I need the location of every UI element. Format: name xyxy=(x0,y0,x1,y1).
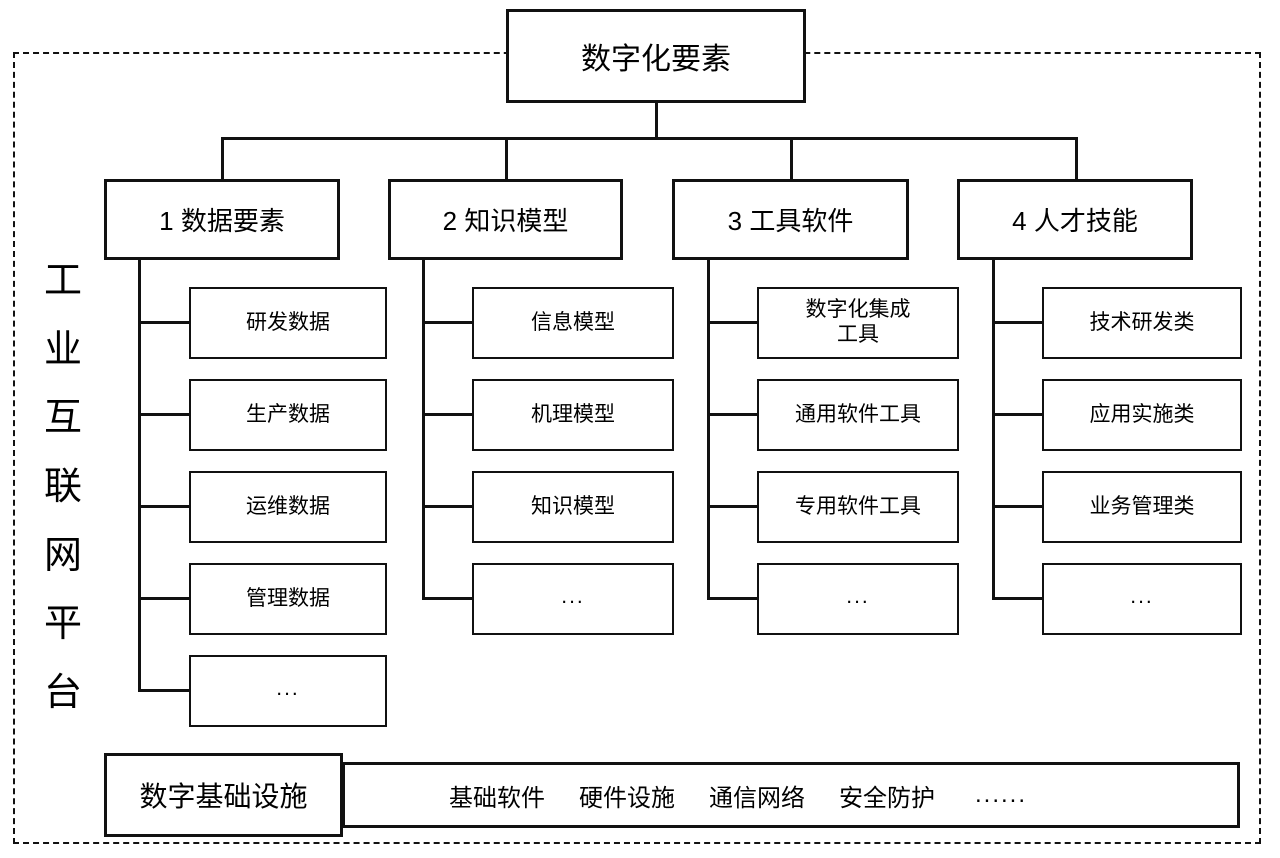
subitem-label: 管理数据 xyxy=(246,586,330,610)
connector-stub-3-3 xyxy=(707,505,760,508)
subitem-box-mechanism-model[interactable]: 机理模型 xyxy=(472,379,674,451)
connector-stub-3-4 xyxy=(707,597,760,600)
subitem-label: 生产数据 xyxy=(246,402,330,426)
connector-rail-column-1 xyxy=(138,257,141,692)
connector-stub-1-2 xyxy=(138,413,192,416)
infrastructure-item-communication-network[interactable]: 通信网络 xyxy=(709,784,805,812)
connector-rail-column-4 xyxy=(992,257,995,600)
subitem-box-knowledge-model[interactable]: 知识模型 xyxy=(472,471,674,543)
connector-stub-2-4 xyxy=(422,597,475,600)
connector-drop-category-1 xyxy=(221,137,224,182)
subitem-label-ellipsis: ... xyxy=(846,584,870,608)
subitem-box-talent-more[interactable]: ... xyxy=(1042,563,1242,635)
vertical-label-char-7: 台 xyxy=(43,671,82,714)
connector-rail-column-3 xyxy=(707,257,710,600)
connector-category-bus xyxy=(221,137,1078,140)
connector-stub-3-2 xyxy=(707,413,760,416)
root-node-label: 数字化要素 xyxy=(581,43,731,76)
subitem-label: 研发数据 xyxy=(246,310,330,334)
category-box-talent-skills[interactable]: 4 人才技能 xyxy=(957,179,1193,260)
category-label-talent-skills: 4 人才技能 xyxy=(1012,206,1138,236)
subitem-label-line-2: 工具 xyxy=(837,323,879,346)
infrastructure-label: 数字基础设施 xyxy=(139,781,308,812)
subitem-box-management-data[interactable]: 管理数据 xyxy=(189,563,387,635)
infrastructure-label-box[interactable]: 数字基础设施 xyxy=(104,753,343,837)
infrastructure-bar[interactable]: 基础软件 硬件设施 通信网络 安全防护 ...... xyxy=(342,762,1240,828)
subitem-box-data-more[interactable]: ... xyxy=(189,655,387,727)
subitem-box-production-data[interactable]: 生产数据 xyxy=(189,379,387,451)
subitem-label: 通用软件工具 xyxy=(795,402,921,426)
subitem-box-ops-data[interactable]: 运维数据 xyxy=(189,471,387,543)
subitem-label-ellipsis: ... xyxy=(276,676,300,700)
root-node-digital-elements[interactable]: 数字化要素 xyxy=(506,9,806,103)
subitem-label-ellipsis: ... xyxy=(1130,584,1154,608)
subitem-box-general-software-tool[interactable]: 通用软件工具 xyxy=(757,379,959,451)
category-box-tool-software[interactable]: 3 工具软件 xyxy=(672,179,909,260)
subitem-box-information-model[interactable]: 信息模型 xyxy=(472,287,674,359)
subitem-label-two-line: 数字化集成 工具 xyxy=(806,298,911,348)
subitem-label: 运维数据 xyxy=(246,494,330,518)
subitem-label: 应用实施类 xyxy=(1089,402,1195,426)
subitem-box-business-management-type[interactable]: 业务管理类 xyxy=(1042,471,1242,543)
subitem-label: 业务管理类 xyxy=(1089,494,1195,518)
category-label-tool-software: 3 工具软件 xyxy=(727,206,854,236)
infrastructure-item-more: ...... xyxy=(975,781,1028,808)
infrastructure-item-list: 基础软件 硬件设施 通信网络 安全防护 ...... xyxy=(449,778,1027,813)
subitem-box-dedicated-software-tool[interactable]: 专用软件工具 xyxy=(757,471,959,543)
connector-drop-category-4 xyxy=(1075,137,1078,182)
connector-stub-1-5 xyxy=(138,689,192,692)
subitem-box-application-implementation-type[interactable]: 应用实施类 xyxy=(1042,379,1242,451)
vertical-label-char-6: 平 xyxy=(43,603,82,646)
connector-stub-2-2 xyxy=(422,413,475,416)
subitem-label: 机理模型 xyxy=(531,402,615,426)
infrastructure-item-hardware-facilities[interactable]: 硬件设施 xyxy=(579,784,675,812)
connector-stub-1-1 xyxy=(138,321,192,324)
connector-stub-1-4 xyxy=(138,597,192,600)
subitem-label-line-1: 数字化集成 xyxy=(805,298,911,322)
vertical-label-char-3: 互 xyxy=(43,397,82,440)
subitem-label: 知识模型 xyxy=(531,494,615,518)
connector-stub-4-1 xyxy=(992,321,1045,324)
connector-drop-category-3 xyxy=(790,137,793,182)
subitem-box-model-more[interactable]: ... xyxy=(472,563,674,635)
connector-stub-3-1 xyxy=(707,321,760,324)
category-box-knowledge-models[interactable]: 2 知识模型 xyxy=(388,179,623,260)
connector-stub-4-2 xyxy=(992,413,1045,416)
category-box-data-elements[interactable]: 1 数据要素 xyxy=(104,179,340,260)
subitem-label-ellipsis: ... xyxy=(561,584,585,608)
connector-drop-category-2 xyxy=(505,137,508,182)
connector-stub-2-3 xyxy=(422,505,475,508)
vertical-label-char-5: 网 xyxy=(43,534,82,577)
infrastructure-item-basic-software[interactable]: 基础软件 xyxy=(449,784,545,812)
subitem-label: 专用软件工具 xyxy=(795,494,921,518)
connector-stub-4-4 xyxy=(992,597,1045,600)
vertical-label-char-1: 工 xyxy=(43,260,82,302)
category-label-knowledge-models: 2 知识模型 xyxy=(442,206,569,236)
connector-stub-1-3 xyxy=(138,505,192,508)
connector-stub-2-1 xyxy=(422,321,475,324)
subitem-box-digital-integration-tool[interactable]: 数字化集成 工具 xyxy=(757,287,959,359)
category-label-data-elements: 1 数据要素 xyxy=(159,206,285,236)
connector-root-stem xyxy=(655,100,658,140)
subitem-box-technical-rnd-type[interactable]: 技术研发类 xyxy=(1042,287,1242,359)
infrastructure-item-security-protection[interactable]: 安全防护 xyxy=(839,784,935,812)
platform-vertical-label: 工 业 互 联 网 平 台 xyxy=(30,262,96,712)
subitem-box-rnd-data[interactable]: 研发数据 xyxy=(189,287,387,359)
vertical-label-char-2: 业 xyxy=(43,328,82,371)
connector-stub-4-3 xyxy=(992,505,1045,508)
subitem-label: 技术研发类 xyxy=(1089,310,1195,334)
connector-rail-column-2 xyxy=(422,257,425,600)
vertical-label-char-4: 联 xyxy=(43,465,82,508)
subitem-label: 信息模型 xyxy=(531,310,615,334)
subitem-box-tool-more[interactable]: ... xyxy=(757,563,959,635)
